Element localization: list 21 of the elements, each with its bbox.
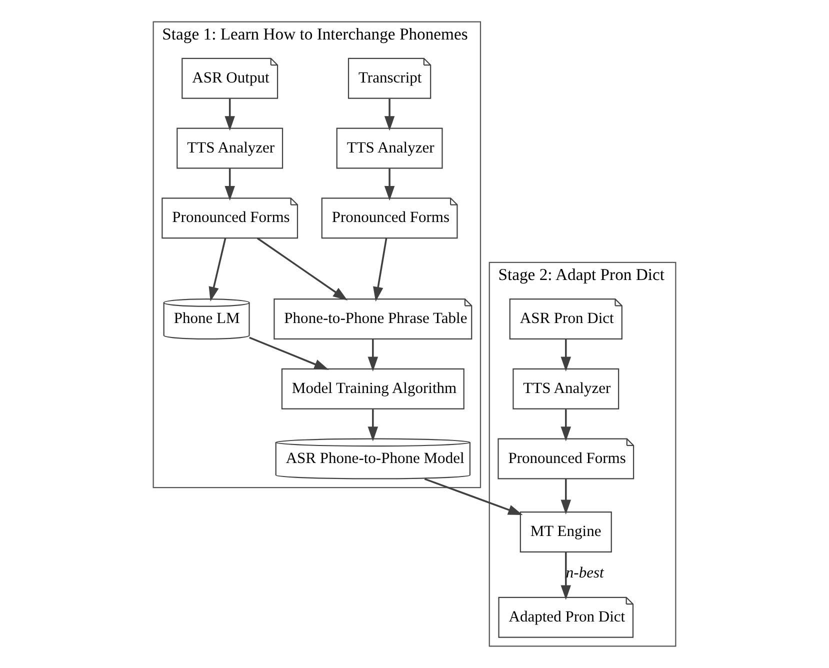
node-box: MT Engine xyxy=(520,511,612,552)
node-box: TTS Analyzer xyxy=(512,368,620,410)
node-box: Model Training Algorithm xyxy=(281,368,464,410)
arrow xyxy=(560,552,572,600)
arrow xyxy=(560,339,572,372)
arrow xyxy=(384,98,395,131)
arrow xyxy=(560,409,572,442)
arrow xyxy=(249,336,329,370)
arrow xyxy=(384,168,395,201)
arrow xyxy=(373,238,388,302)
arrow xyxy=(368,409,378,442)
arrow xyxy=(560,478,572,514)
arrow xyxy=(224,98,235,131)
arrow xyxy=(224,168,235,201)
arrow xyxy=(256,238,348,300)
arrow xyxy=(368,339,378,372)
node-box: TTS Analyzer xyxy=(176,128,284,169)
arrow xyxy=(208,238,226,302)
arrow xyxy=(424,478,523,516)
node-box: TTS Analyzer xyxy=(336,128,443,169)
edge-label: n-best xyxy=(566,564,604,582)
